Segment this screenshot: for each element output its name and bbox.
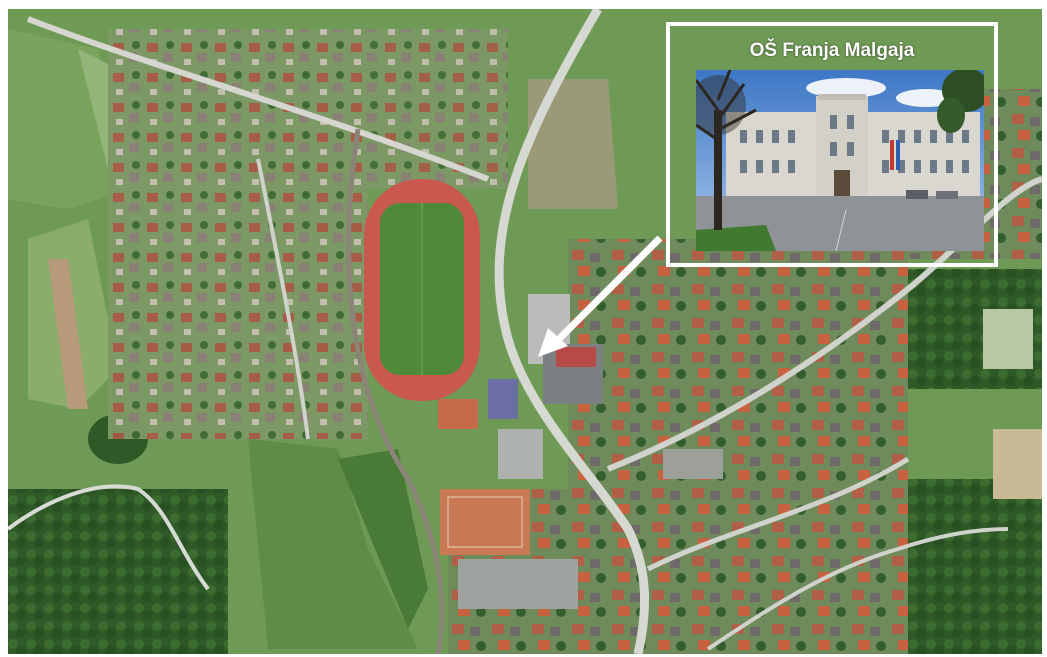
school-photo <box>696 70 984 251</box>
school-label: OŠ Franja Malgaja <box>749 40 915 61</box>
school-inset: OŠ Franja Malgaja <box>666 22 998 267</box>
